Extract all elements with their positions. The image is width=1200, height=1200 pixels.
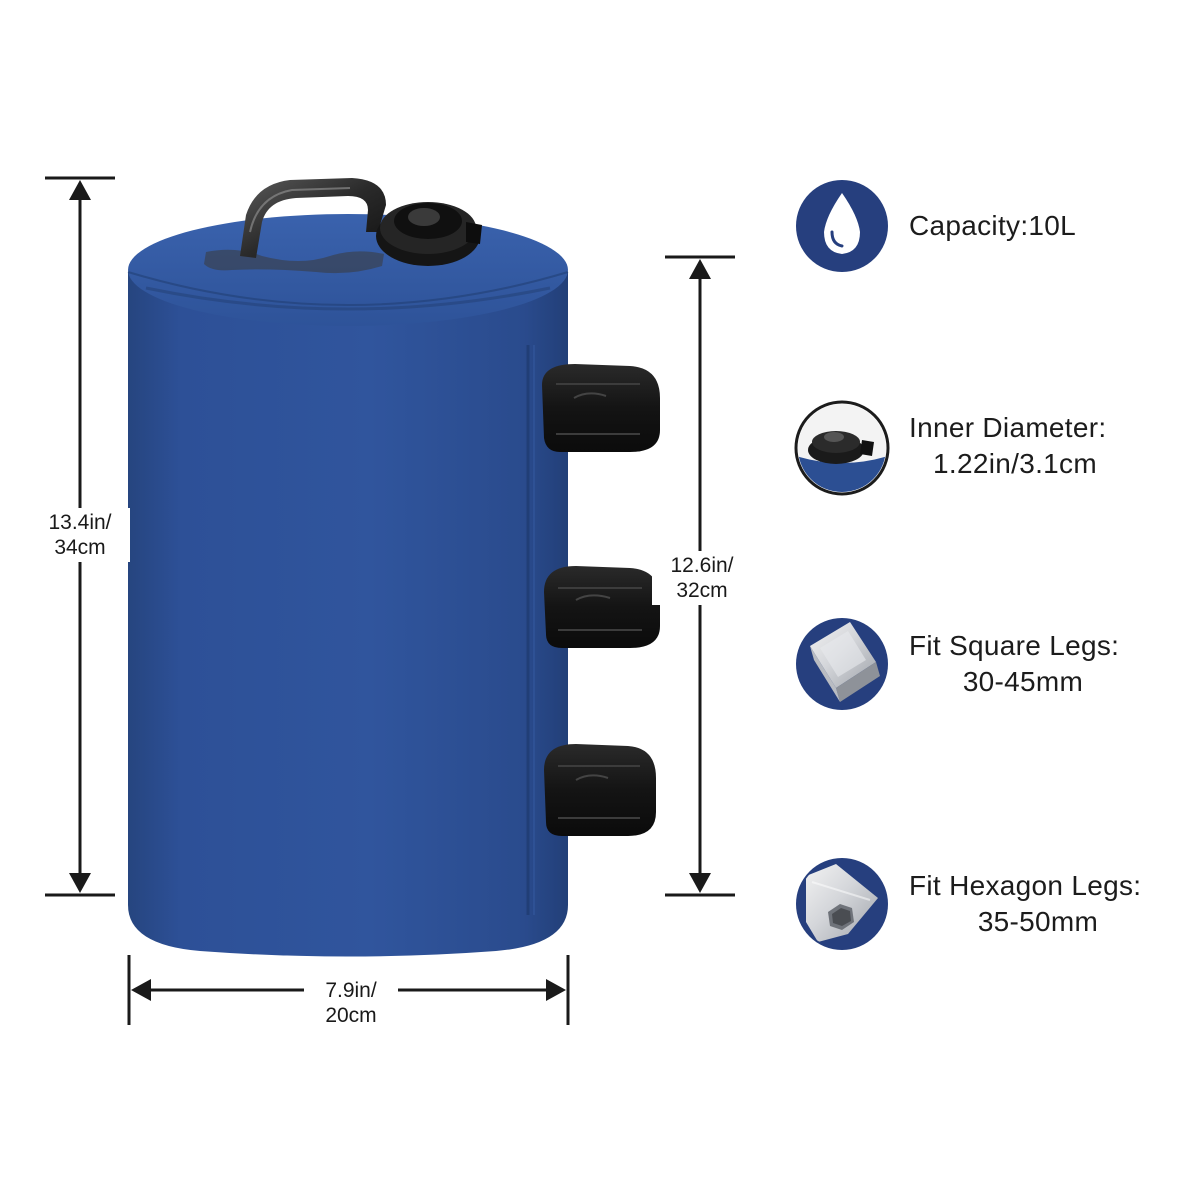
fill-cap (376, 202, 482, 266)
feature-hexagon-legs-text: Fit Hexagon Legs: 35-50mm (909, 858, 1189, 950)
dimension-label-height-full: 13.4in/ 34cm (30, 508, 130, 562)
water-bag (127, 214, 569, 957)
dimension-label-width: 7.9in/ 20cm (304, 978, 398, 1028)
fill-cap-icon (794, 400, 890, 496)
feature-capacity-text: Capacity:10L (909, 180, 1189, 272)
dimension-height-inner-metric: 32cm (676, 579, 728, 602)
water-drop-icon (796, 180, 888, 272)
hexagon-legs-value: 35-50mm (977, 906, 1099, 937)
feature-inner-diameter: Inner Diameter: 1.22in/3.1cm (796, 400, 1196, 496)
square-legs-value: 30-45mm (962, 666, 1084, 697)
hexagon-legs-label: Fit Hexagon Legs: (909, 870, 1142, 901)
inner-diameter-value: 1.22in/3.1cm (933, 448, 1097, 479)
feature-inner-diameter-text: Inner Diameter: 1.22in/3.1cm (909, 400, 1189, 492)
dimension-label-height-inner: 12.6in/ 32cm (652, 551, 752, 605)
feature-hexagon-legs: Fit Hexagon Legs: 35-50mm (796, 858, 1196, 954)
inner-diameter-label: Inner Diameter: (909, 412, 1107, 443)
hexagon-tube-icon (796, 858, 888, 950)
dimension-height-full-imperial: 13.4in/ (48, 511, 112, 534)
dimension-height-full-metric: 34cm (54, 536, 106, 559)
leg-strap-bottom (544, 744, 656, 836)
feature-square-legs-text: Fit Square Legs: 30-45mm (909, 618, 1189, 710)
feature-capacity: Capacity:10L (796, 180, 1196, 276)
leg-strap-middle (544, 566, 660, 648)
dimension-height-inner-imperial: 12.6in/ (670, 554, 734, 577)
dimension-width-imperial: 7.9in/ (325, 979, 377, 1002)
dimension-width-metric: 20cm (325, 1004, 377, 1027)
square-legs-label: Fit Square Legs: (909, 630, 1120, 661)
feature-square-legs: Fit Square Legs: 30-45mm (796, 618, 1196, 714)
capacity-label: Capacity:10L (909, 210, 1077, 241)
square-tube-icon (796, 618, 888, 710)
leg-strap-top (542, 364, 660, 452)
bag-handle (204, 178, 386, 274)
